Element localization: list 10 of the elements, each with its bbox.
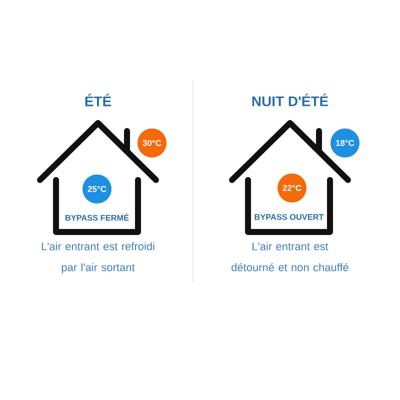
description: L'air entrant est détourné et non chauffé [232, 242, 348, 272]
status-label: BYPASS FERMÉ [66, 213, 129, 221]
temperature-badge: 30°C [138, 128, 166, 158]
temperature-badge: 25°C [82, 174, 112, 204]
heading: ÉTÉ [85, 94, 112, 106]
status-label: BYPASS OUVERT [254, 214, 324, 220]
temperature-badge: 22°C [278, 174, 306, 202]
temperature-badge: 18°C [330, 128, 360, 158]
description: L'air entrant est refroidi par l'air sortant [42, 242, 154, 274]
heading: NUIT D'ÉTÉ [252, 94, 328, 106]
